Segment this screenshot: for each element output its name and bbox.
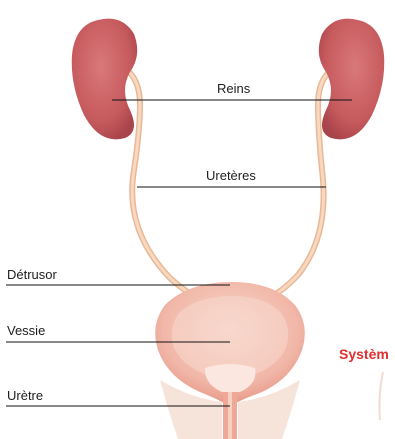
left-kidney — [72, 19, 137, 140]
left-ureter-highlight — [124, 68, 204, 300]
side-title: Systèm — [339, 346, 395, 362]
right-kidney — [319, 19, 384, 140]
right-ureter-highlight — [268, 68, 334, 298]
side-wall-right — [379, 372, 383, 420]
urethra-lumen — [228, 392, 232, 439]
label-detrusor: Détrusor — [7, 267, 57, 282]
label-reins: Reins — [217, 81, 250, 96]
label-ureteres: Uretères — [206, 168, 256, 183]
left-ureter — [124, 68, 204, 300]
label-vessie: Vessie — [7, 323, 45, 338]
label-uretre: Urètre — [7, 388, 43, 403]
